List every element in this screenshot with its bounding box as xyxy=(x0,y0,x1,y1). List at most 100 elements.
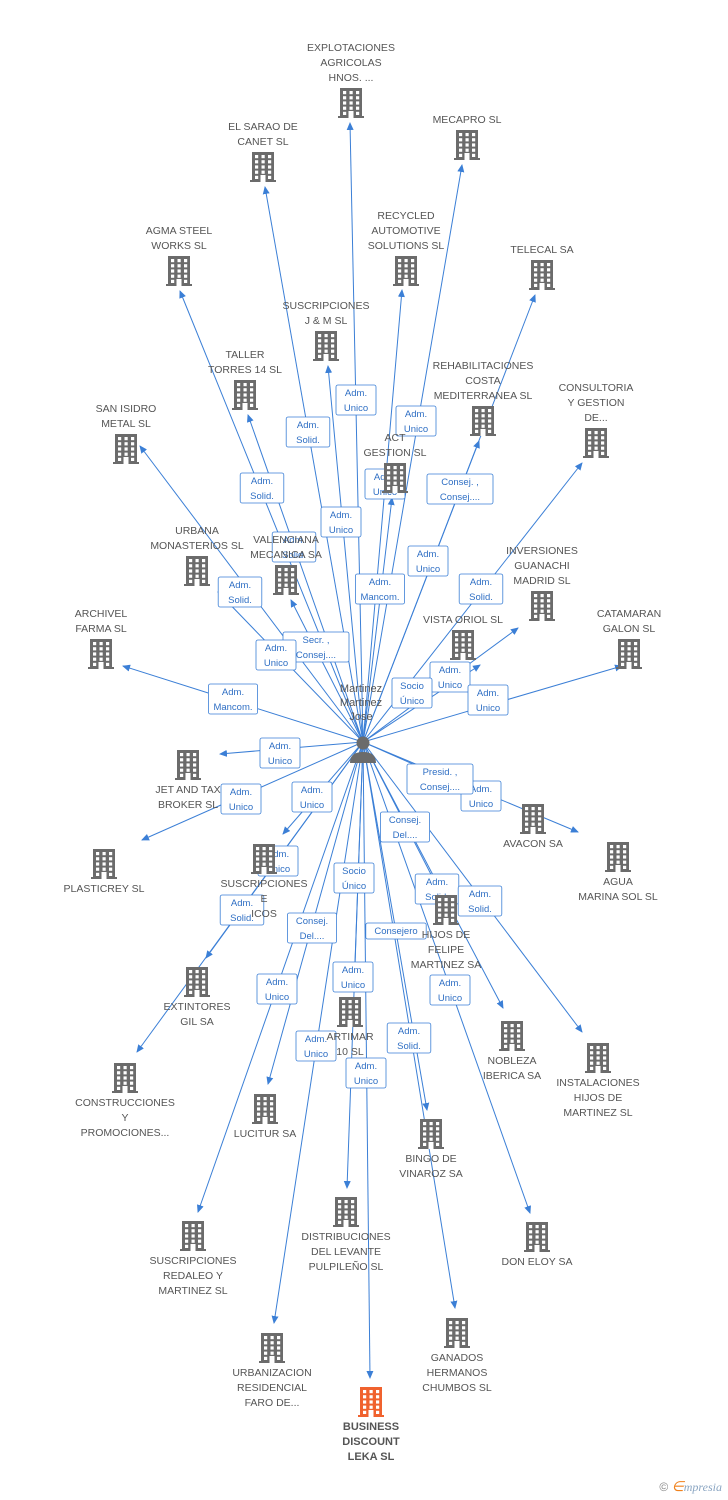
edge-label-explotaciones[interactable]: Adm. Unico xyxy=(335,384,377,416)
company-name-line: VINAROZ SA xyxy=(399,1168,463,1180)
edge-label-taller[interactable]: Adm.Solid. xyxy=(271,531,317,563)
company-node-don_eloy[interactable]: DON ELOY SA xyxy=(502,1222,573,1268)
edge-label-archivel[interactable]: Adm.Mancom. xyxy=(207,683,258,715)
edge-label-urbanizacion[interactable]: Adm.Unico xyxy=(295,1030,337,1062)
edge-label-valenciana[interactable]: Secr. ,Consej.... xyxy=(282,631,350,663)
company-node-mecapro[interactable]: MECAPRO SL xyxy=(433,114,502,160)
center-person-name-line-3: Jose xyxy=(349,711,372,723)
edge-label-suscripciones_redaleo[interactable]: Adm. Unico xyxy=(291,781,333,813)
edge-label-plasticrey[interactable]: Adm.Unico xyxy=(220,783,262,815)
edge-line-recycled xyxy=(362,289,405,743)
edge-label-construcciones[interactable]: Consej.Del.... xyxy=(286,912,337,944)
edge-label-bingo[interactable]: Consejero xyxy=(365,922,427,940)
edge-label-mecapro[interactable]: Adm.Unico xyxy=(395,405,437,437)
company-node-vista_oriol[interactable]: VISTA ORIOL SL xyxy=(423,614,503,660)
edge-label-text: Unico xyxy=(344,403,368,414)
edge-label-hijos_felipe[interactable]: Consej.Del.... xyxy=(379,811,430,843)
edge-label-lucitur[interactable]: Adm.Unico xyxy=(256,973,298,1005)
edge-label-text: Adm. xyxy=(405,409,427,420)
company-name-line: CHUMBOS SL xyxy=(422,1382,492,1394)
edge-label-box xyxy=(259,737,301,769)
company-name-line: GALON SL xyxy=(603,623,656,635)
edge-label-text: Adm. xyxy=(345,388,367,399)
building-icon xyxy=(184,967,210,997)
company-node-avacon[interactable]: AVACON SA xyxy=(503,804,563,850)
company-node-explotaciones[interactable]: EXPLOTACIONESAGRICOLASHNOS. ... xyxy=(307,42,395,118)
company-name-line: HIJOS DE xyxy=(574,1092,622,1104)
edge-label-distribuciones[interactable]: Adm.Unico xyxy=(332,961,374,993)
edge-label-box xyxy=(407,545,449,577)
edge-label-sarao[interactable]: Adm.Solid. xyxy=(285,416,331,448)
edge-label-text: Adm. xyxy=(398,1026,420,1037)
center-person-name-line-1: Martinez xyxy=(340,683,382,695)
edge-label-catamaran[interactable]: Adm.Unico xyxy=(467,684,509,716)
edge-label-san_isidro[interactable]: Adm.Solid. xyxy=(217,576,263,608)
company-name-line: FARMA SL xyxy=(75,623,127,635)
building-icon xyxy=(520,804,546,834)
company-node-construcciones[interactable]: CONSTRUCCIONESYPROMOCIONES... xyxy=(75,1063,175,1139)
edge-label-don_eloy[interactable]: Adm.Unico xyxy=(429,974,471,1006)
center-person-node[interactable]: Martinez Martinez Jose xyxy=(340,683,382,763)
company-node-plasticrey[interactable]: PLASTICREY SL xyxy=(64,849,145,895)
edge-label-telecal[interactable]: Consej. ,Consej.... xyxy=(426,473,494,505)
edge-label-text: Del.... xyxy=(393,830,418,841)
edge-label-extintores[interactable]: Adm.Solid. xyxy=(219,894,265,926)
edge-label-instalaciones[interactable]: Adm.Solid. xyxy=(457,885,503,917)
building-icon xyxy=(444,1318,470,1348)
edge-label-text: Unico xyxy=(300,800,324,811)
edge-label-act_gestion[interactable]: Adm.Mancom. xyxy=(354,573,405,605)
company-node-lucitur[interactable]: LUCITUR SA xyxy=(234,1094,296,1140)
edge-label-business[interactable]: Adm.Unico xyxy=(345,1057,387,1089)
company-name-line: EL SARAO DE xyxy=(228,121,298,133)
edge-label-text: Solid. xyxy=(296,435,320,446)
edge-line-valenciana xyxy=(290,599,364,743)
company-name-line: WORKS SL xyxy=(151,240,207,252)
building-icon xyxy=(113,434,139,464)
edge-label-agma[interactable]: Adm.Solid. xyxy=(239,472,285,504)
edge-label-consultoria[interactable]: Adm.Solid. xyxy=(458,573,504,605)
edge-label-ganados[interactable]: Adm.Solid. xyxy=(386,1022,432,1054)
edge-label-text: Adm. xyxy=(301,785,323,796)
edge-label-agua[interactable]: Presid. ,Consej.... xyxy=(406,763,474,795)
edge-label-rehabilitaciones[interactable]: Adm.Unico xyxy=(407,545,449,577)
company-node-telecal[interactable]: TELECAL SA xyxy=(510,244,574,290)
edge-label-inversiones[interactable]: Adm.Unico xyxy=(429,661,471,693)
edge-labels-layer: Adm.UnicoAdm.UnicoAdm.Solid.Adm.UnicoCon… xyxy=(207,384,509,1089)
building-icon xyxy=(418,1119,444,1149)
edge-line-suscripciones_jm xyxy=(325,365,364,743)
edge-label-box xyxy=(386,1022,432,1054)
edge-label-urbana[interactable]: Adm.Unico xyxy=(255,639,297,671)
edge-label-jet[interactable]: Adm.Unico xyxy=(259,737,301,769)
edge-label-suscripciones_jm[interactable]: Adm.Unico xyxy=(320,506,362,538)
